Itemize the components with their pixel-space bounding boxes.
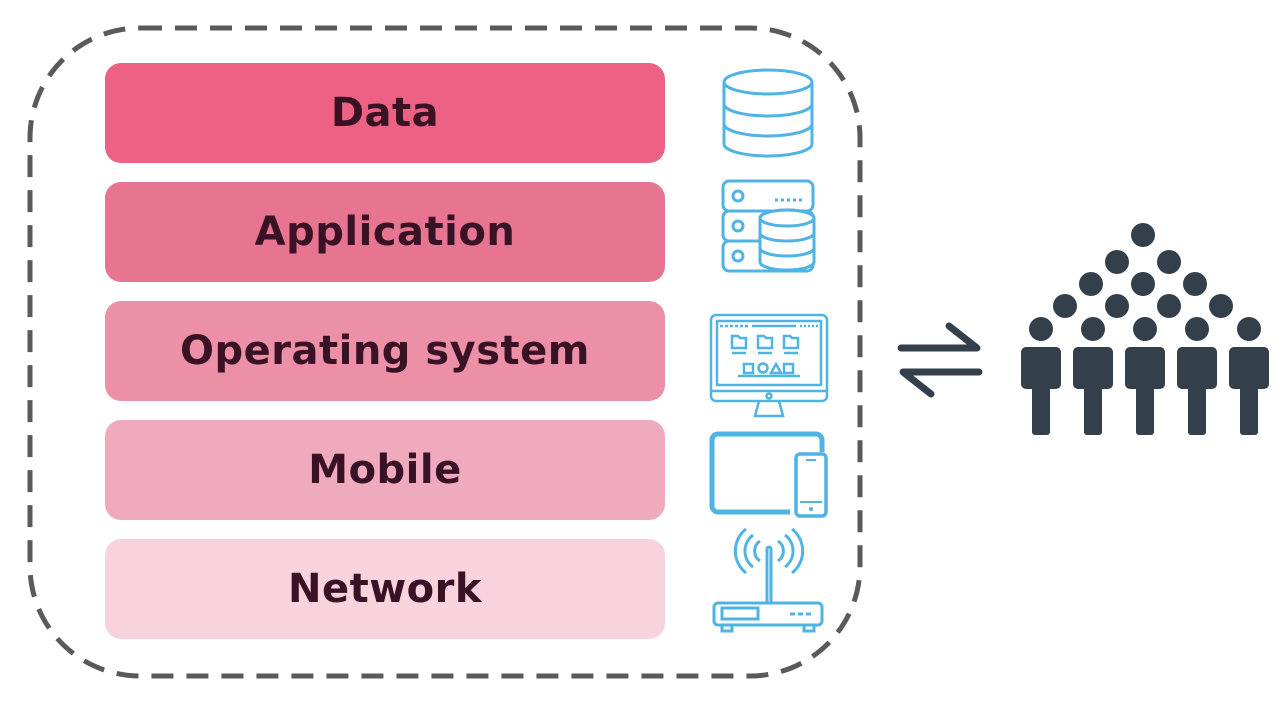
layer-label: Application xyxy=(254,209,516,255)
layer-mobile: Mobile xyxy=(105,420,665,520)
head xyxy=(1209,294,1233,318)
head xyxy=(1105,250,1129,274)
layer-data: Data xyxy=(105,63,665,163)
person xyxy=(1073,317,1113,435)
crowd-of-people-icon xyxy=(1015,222,1275,442)
head xyxy=(1183,272,1207,296)
layer-label: Mobile xyxy=(308,447,462,493)
tablet-phone-icon xyxy=(708,430,830,520)
exchange-arrows-icon xyxy=(895,318,985,402)
layer-application: Application xyxy=(105,182,665,282)
head xyxy=(1157,250,1181,274)
head xyxy=(1131,272,1155,296)
head xyxy=(1105,294,1129,318)
layer-network: Network xyxy=(105,539,665,639)
head xyxy=(1157,294,1181,318)
person xyxy=(1229,317,1269,435)
head xyxy=(1053,294,1077,318)
head xyxy=(1079,272,1103,296)
layer-label: Operating system xyxy=(180,328,590,374)
server-database-icon xyxy=(720,178,820,276)
person xyxy=(1177,317,1217,435)
person xyxy=(1021,317,1061,435)
desktop-monitor-icon xyxy=(708,312,830,422)
layer-operating-system: Operating system xyxy=(105,301,665,401)
head xyxy=(1131,223,1155,247)
database-icon xyxy=(718,66,818,160)
person xyxy=(1125,317,1165,435)
layer-label: Network xyxy=(288,566,482,612)
wifi-router-icon xyxy=(710,523,828,635)
layer-label: Data xyxy=(330,90,440,136)
